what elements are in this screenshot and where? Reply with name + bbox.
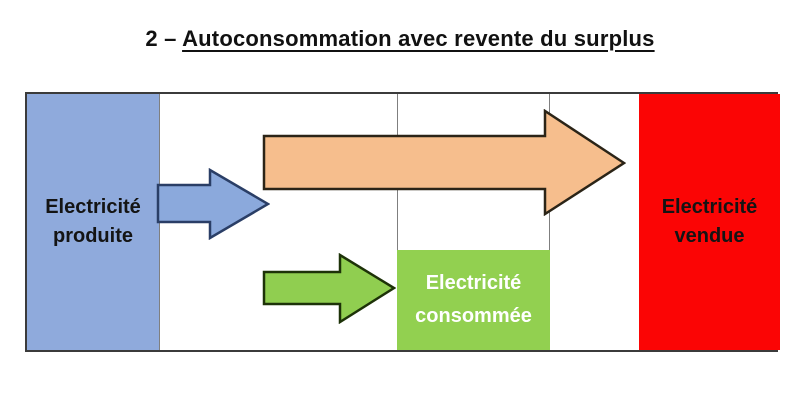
separator-line-left [397, 94, 398, 350]
surplus-flow-arrow-icon [262, 109, 626, 216]
title-number: 2 – [145, 26, 183, 51]
production-flow-arrow-icon [156, 168, 270, 240]
consumption-flow-arrow-icon [262, 253, 396, 324]
electricity-sold-box: Electricité vendue [639, 94, 780, 350]
electricity-produced-box: Electricité produite [27, 94, 160, 350]
electricity-sold-label: Electricité vendue [661, 196, 758, 247]
slide-title: 2 – Autoconsommation avec revente du sur… [0, 26, 800, 52]
title-text: Autoconsommation avec revente du surplus [182, 26, 655, 51]
electricity-produced-label: Electricité produite [45, 196, 141, 247]
electricity-consumed-box: Electricité consommée [397, 250, 550, 350]
electricity-consumed-label: Electricité consommée [415, 272, 532, 327]
separator-line-right [549, 94, 550, 350]
diagram-frame: Electricité produite Electricité consomm… [25, 92, 780, 352]
